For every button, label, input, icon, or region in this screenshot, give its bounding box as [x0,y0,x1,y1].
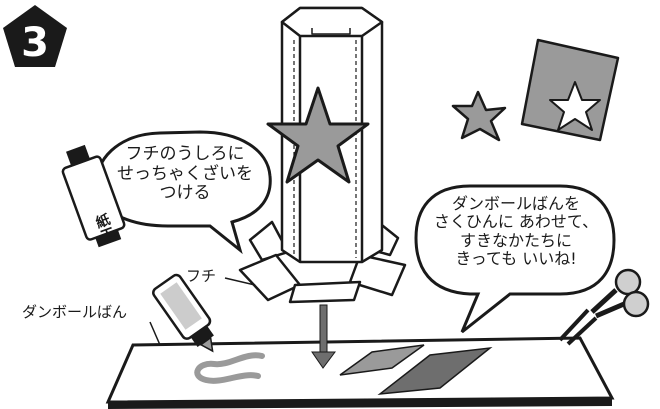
bubble-right-text: ダンボールばんを さくひんに あわせて、 すきなかたちに きっても いいね! [420,194,612,269]
bubble-right-line-1: ダンボールばんを [451,194,580,213]
bubble-right-line-4: きっても いいね! [455,249,577,269]
cardboard-board [105,336,615,409]
small-star-icon [451,90,507,142]
edge-leader-line [224,277,256,286]
cardboard-leader-line [149,321,161,346]
glue-pen-icon [152,273,214,353]
cardboard-label: ダンボールばん [22,303,128,321]
step-pentagon-icon [3,5,67,67]
bubble-left-line-3: つける [159,183,211,204]
cut-card [520,38,620,142]
glue-tube-icon [61,144,126,248]
star-icon [266,86,370,184]
arrow-down-icon [311,304,336,369]
edge-label: フチ [186,267,217,285]
bubble-left-line-2: せっちゃくざいを [117,163,253,184]
speech-bubble-right [414,184,616,334]
bubble-left-line-1: フチのうしろに [125,144,245,164]
bubble-left-text: フチのうしろに せっちゃくざいを つける [100,144,270,204]
step-number: 3 [21,20,49,66]
scissors-icon [558,268,650,346]
bubble-right-line-2: さくひんに あわせて、 [433,212,599,232]
bubble-right-line-3: すきなかたちに [459,230,572,250]
